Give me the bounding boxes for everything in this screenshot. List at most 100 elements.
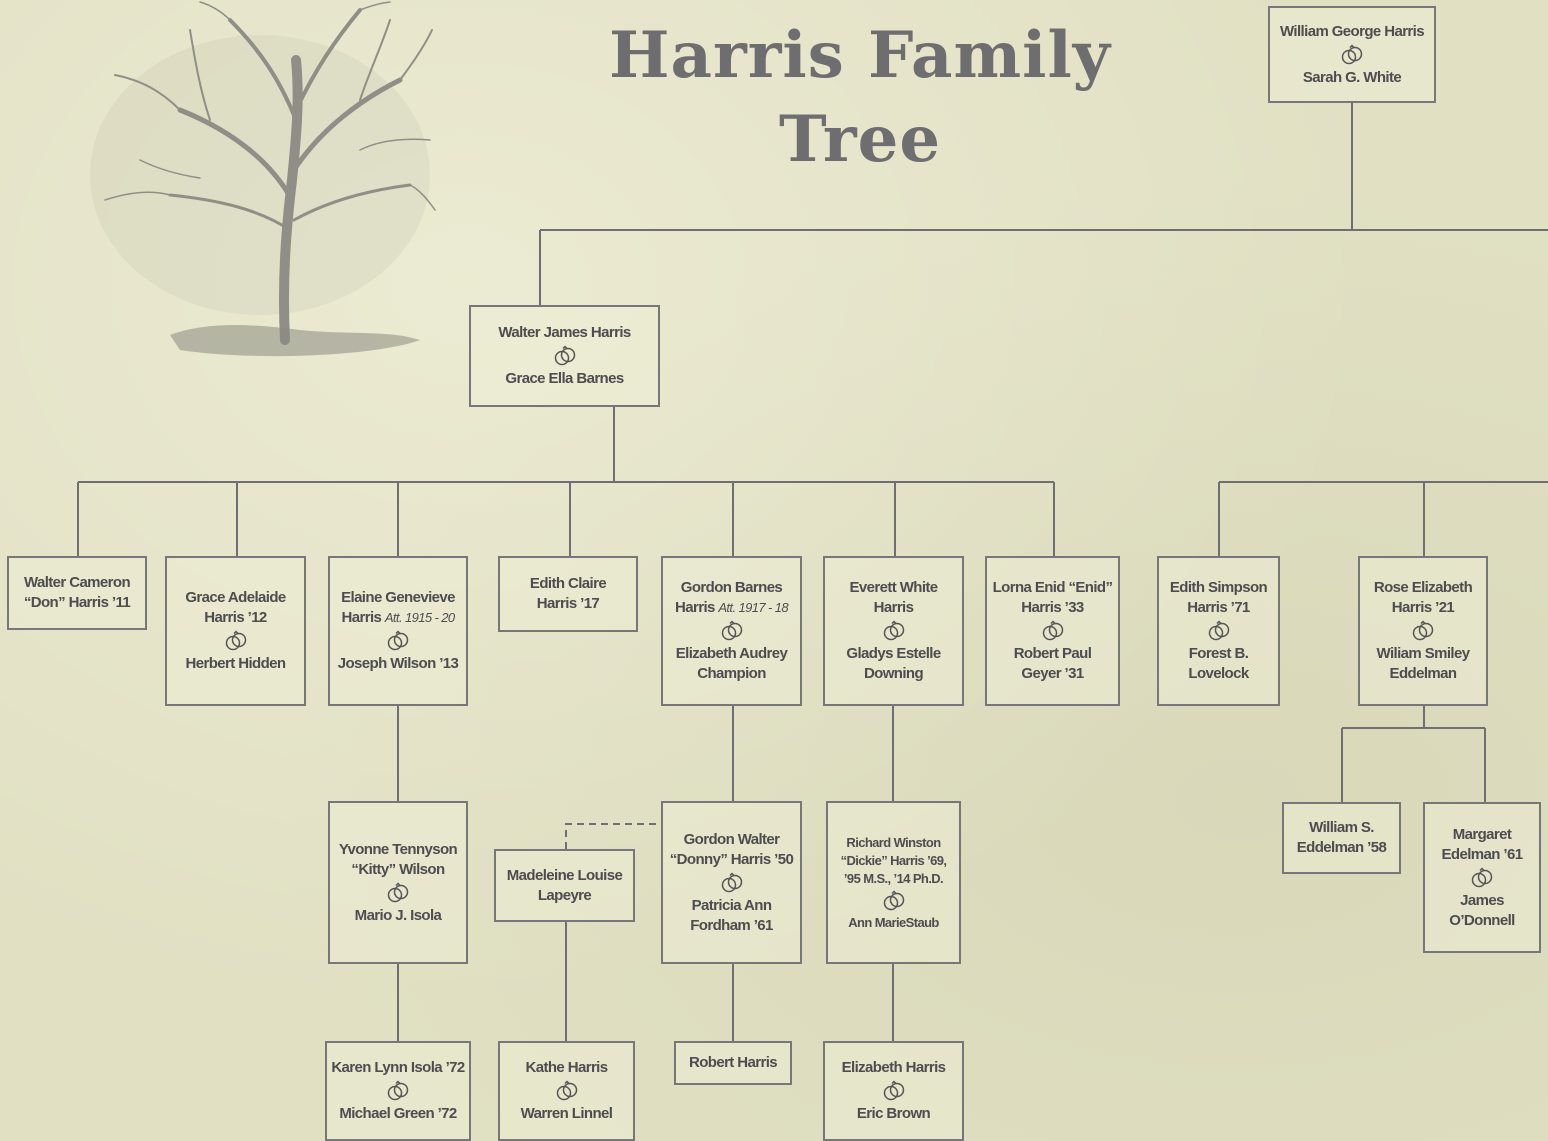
marriage-rings-icon xyxy=(1208,620,1229,641)
person-name-line2: Harris xyxy=(873,599,914,616)
person-box-madeleine-louise-lapeyre[interactable]: Madeleine Louise Lapeyre xyxy=(494,849,635,922)
person-name-line1: Walter Cameron xyxy=(23,574,131,591)
spouse-name-line1: James xyxy=(1460,891,1504,909)
spouse-name-line2: Fordham ’61 xyxy=(690,916,773,934)
spouse-name-line1: Robert Paul xyxy=(1013,645,1092,662)
person-name-line1: Gordon Barnes xyxy=(680,579,783,596)
marriage-rings-icon xyxy=(883,1080,904,1101)
person-box-yvonne-tennyson-wilson[interactable]: Yvonne Tennyson “Kitty” Wilson Mario J. … xyxy=(328,801,468,964)
person-box-lorna-enid-harris[interactable]: Lorna Enid “Enid” Harris ’33 Robert Paul… xyxy=(985,556,1120,706)
person-name-line2: “Dickie” Harris ’69, xyxy=(840,852,947,868)
person-name-line1: Margaret xyxy=(1452,825,1512,843)
person-name-line1: Gordon Walter xyxy=(683,830,780,848)
person-name-line2: Harris ’71 xyxy=(1187,599,1250,616)
person-name-line2: Harris xyxy=(675,599,715,616)
person-box-walter-james-harris[interactable]: Walter James Harris Grace Ella Barnes xyxy=(469,305,660,407)
marriage-rings-icon xyxy=(721,871,742,892)
spouse-name-line1: Gladys Estelle xyxy=(846,645,941,662)
spouse-name-line2: Lovelock xyxy=(1188,665,1249,682)
person-name-line1: Edith Claire xyxy=(529,575,607,592)
person-box-walter-cameron-harris[interactable]: Walter Cameron “Don” Harris ’11 xyxy=(7,556,147,630)
person-box-rose-elizabeth-harris[interactable]: Rose Elizabeth Harris ’21 Wiliam Smiley … xyxy=(1358,556,1488,706)
person-box-elaine-genevieve-harris[interactable]: Elaine Genevieve Harris Att. 1915 - 20 J… xyxy=(328,556,468,706)
person-name-line1: Richard Winston xyxy=(846,834,941,850)
page-title: Harris Family Tree xyxy=(609,18,1111,177)
person-box-grace-adelaide-harris[interactable]: Grace Adelaide Harris ’12 Herbert Hidden xyxy=(165,556,306,706)
person-box-richard-winston-harris[interactable]: Richard Winston “Dickie” Harris ’69, ’95… xyxy=(826,801,961,964)
person-name-line1: Lorna Enid “Enid” xyxy=(992,579,1113,596)
spouse-name: Ann MarieStaub xyxy=(848,914,939,930)
marriage-rings-icon xyxy=(1412,620,1434,641)
person-name-line2: Harris ’12 xyxy=(204,609,267,626)
spouse-name-line1: Elizabeth Audrey xyxy=(675,645,788,662)
tree-illustration xyxy=(90,1,436,357)
person-name-line1: William S. xyxy=(1309,819,1374,836)
spouse-name: Michael Green ’72 xyxy=(339,1105,457,1122)
person-name: Robert Harris xyxy=(688,1054,778,1071)
person-name-line1: Elaine Genevieve xyxy=(341,589,455,606)
person-name: Walter James Harris xyxy=(498,324,631,341)
spouse-name-line2: Champion xyxy=(697,665,766,682)
person-name: Kathe Harris xyxy=(525,1059,608,1076)
person-box-gordon-walter-harris[interactable]: Gordon Walter “Donny” Harris ’50 Patrici… xyxy=(661,801,802,964)
person-name-line2: Lapeyre xyxy=(537,886,592,904)
person-name-line2: “Donny” Harris ’50 xyxy=(669,850,794,868)
person-name: William George Harris xyxy=(1280,22,1425,40)
person-name-line1: Yvonne Tennyson xyxy=(338,840,458,858)
marriage-rings-icon xyxy=(883,889,904,910)
spouse-name: Eric Brown xyxy=(856,1105,931,1122)
spouse-name-line2: O’Donnell xyxy=(1449,911,1515,929)
person-name-line2: Harris ’17 xyxy=(536,595,600,612)
marriage-rings-icon xyxy=(554,345,575,366)
spouse-name-line2: Eddelman xyxy=(1389,665,1457,682)
person-name-line2: Harris xyxy=(341,609,382,626)
person-box-margaret-edelman[interactable]: Margaret Edelman ’61 James O’Donnell xyxy=(1423,802,1541,953)
spouse-name: Mario J. Isola xyxy=(354,906,442,924)
person-name-line2: Harris ’21 xyxy=(1391,599,1455,616)
person-name-line2: “Kitty” Wilson xyxy=(351,860,445,878)
marriage-rings-icon xyxy=(387,881,409,902)
spouse-name: Grace Ella Barnes xyxy=(505,370,624,387)
marriage-rings-icon xyxy=(225,630,246,651)
person-name-line2: Eddelman ’58 xyxy=(1296,839,1387,856)
person-box-everett-white-harris[interactable]: Everett White Harris Gladys Estelle Down… xyxy=(823,556,964,706)
marriage-rings-icon xyxy=(1471,866,1493,887)
person-box-elizabeth-harris[interactable]: Elizabeth Harris Eric Brown xyxy=(823,1041,964,1141)
person-name: Elizabeth Harris xyxy=(841,1059,946,1076)
person-box-kathe-harris[interactable]: Kathe Harris Warren Linnel xyxy=(498,1041,635,1141)
spouse-name-line2: Geyer ’31 xyxy=(1021,665,1084,682)
marriage-rings-icon xyxy=(1341,43,1363,64)
person-name-line1: Edith Simpson xyxy=(1169,579,1268,596)
marriage-rings-icon xyxy=(387,1080,409,1101)
spouse-name: Warren Linnel xyxy=(520,1105,613,1122)
spouse-name-line2: Downing xyxy=(863,665,924,682)
spouse-name: Herbert Hidden xyxy=(185,655,287,672)
person-box-william-george-harris[interactable]: William George Harris Sarah G. White xyxy=(1268,6,1436,103)
person-box-karen-lynn-isola[interactable]: Karen Lynn Isola ’72 Michael Green ’72 xyxy=(325,1041,471,1141)
person-name-line1: Rose Elizabeth xyxy=(1373,579,1473,596)
person-name-line2: “Don” Harris ’11 xyxy=(23,594,131,611)
spouse-name-line1: Wiliam Smiley xyxy=(1376,645,1471,662)
person-name-line3: ’95 M.S., ’14 Ph.D. xyxy=(843,870,944,886)
attendance-note: Att. 1915 - 20 xyxy=(384,610,455,625)
person-name-line1: Madeleine Louise xyxy=(506,866,623,884)
spouse-name-line1: Forest B. xyxy=(1188,645,1249,662)
spouse-name: Joseph Wilson ’13 xyxy=(337,655,459,672)
person-box-gordon-barnes-harris[interactable]: Gordon Barnes Harris Att. 1917 - 18 Eliz… xyxy=(661,556,802,706)
person-name: Karen Lynn Isola ’72 xyxy=(331,1059,465,1076)
person-name-line1: Grace Adelaide xyxy=(185,589,286,606)
spouse-name: Sarah G. White xyxy=(1302,68,1402,86)
person-box-robert-harris[interactable]: Robert Harris xyxy=(674,1041,792,1085)
person-box-edith-claire-harris[interactable]: Edith Claire Harris ’17 xyxy=(498,556,638,632)
person-name-line1: Everett White xyxy=(849,579,938,596)
marriage-rings-icon xyxy=(1042,620,1063,641)
person-box-edith-simpson-harris[interactable]: Edith Simpson Harris ’71 Forest B. Lovel… xyxy=(1157,556,1280,706)
marriage-rings-icon xyxy=(387,630,409,651)
person-box-william-s-eddelman[interactable]: William S. Eddelman ’58 xyxy=(1282,802,1401,874)
person-name-line2: Harris ’33 xyxy=(1021,599,1084,616)
marriage-rings-icon xyxy=(556,1080,577,1101)
marriage-rings-icon xyxy=(721,620,742,641)
attendance-note: Att. 1917 - 18 xyxy=(718,600,788,615)
marriage-rings-icon xyxy=(883,620,904,641)
